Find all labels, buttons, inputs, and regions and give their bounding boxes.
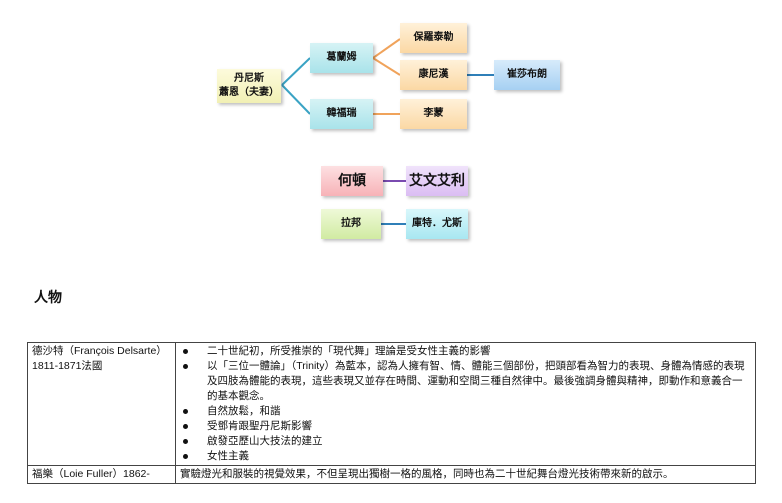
person-name-cell: 福樂（Loie Fuller）1862- [27,465,176,484]
node-label: 保羅泰勒 [413,32,454,43]
person-name-cell: 德沙特（François Delsarte）1811-1871法國 [27,342,176,466]
node-jooss: 庫特．尤斯 [406,209,468,239]
connector-danis-humphrey [281,84,311,115]
table-row: 德沙特（François Delsarte）1811-1871法國 二十世紀初，… [27,342,756,466]
section-title: 人物 [34,290,62,306]
node-tharp: 崔莎布朗 [494,60,560,90]
list-item: 啟發亞歷山大技法的建立 [180,434,751,449]
table-row: 福樂（Loie Fuller）1862- 實驗燈光和服裝的視覺效果，不但呈現出獨… [27,465,756,484]
person-notes-cell: 實驗燈光和服裝的視覺效果，不但呈現出獨樹一格的風格，同時也為二十世紀舞台燈光技術… [175,465,756,484]
node-label: 庫特．尤斯 [412,218,462,229]
list-item: 受鄧肯跟聖丹尼斯影響 [180,419,751,434]
list-item: 以「三位一體論」（Trinity）為藍本，認為人擁有智、情、體能三個部份，把頭部… [180,359,751,404]
node-limon: 李蒙 [400,99,467,129]
people-table: 德沙特（François Delsarte）1811-1871法國 二十世紀初，… [27,342,756,484]
connector-graham-cunningham [372,57,401,76]
node-paul-taylor: 保羅泰勒 [400,23,467,53]
node-label: 李蒙 [423,108,444,119]
connector-graham-taylor [372,38,401,59]
node-label: 丹尼斯 蕭恩（夫妻） [219,73,279,98]
node-horton: 何頓 [321,166,383,196]
node-label: 韓福瑞 [326,108,357,119]
node-label: 拉邦 [341,218,361,229]
list-item: 自然放鬆，和諧 [180,404,751,419]
node-cunningham: 康尼漢 [400,60,467,90]
node-laban: 拉邦 [321,209,381,239]
connector-lines [281,38,494,225]
node-danis-shawn: 丹尼斯 蕭恩（夫妻） [217,69,281,103]
list-item: 二十世紀初，所受推崇的「現代舞」理論是受女性主義的影響 [180,344,751,359]
list-item: 女性主義 [180,449,751,464]
person-notes-cell: 二十世紀初，所受推崇的「現代舞」理論是受女性主義的影響 以「三位一體論」（Tri… [175,342,756,466]
node-graham: 葛蘭姆 [310,43,373,73]
node-label: 何頓 [338,173,366,189]
node-ailey: 艾文艾利 [406,166,468,196]
node-humphrey: 韓福瑞 [310,99,373,129]
bullet-list: 二十世紀初，所受推崇的「現代舞」理論是受女性主義的影響 以「三位一體論」（Tri… [180,344,751,464]
connector-danis-graham [281,57,311,86]
node-label: 崔莎布朗 [507,69,547,80]
node-label: 葛蘭姆 [326,52,357,63]
node-label: 艾文艾利 [409,173,465,189]
node-label: 康尼漢 [418,69,449,80]
